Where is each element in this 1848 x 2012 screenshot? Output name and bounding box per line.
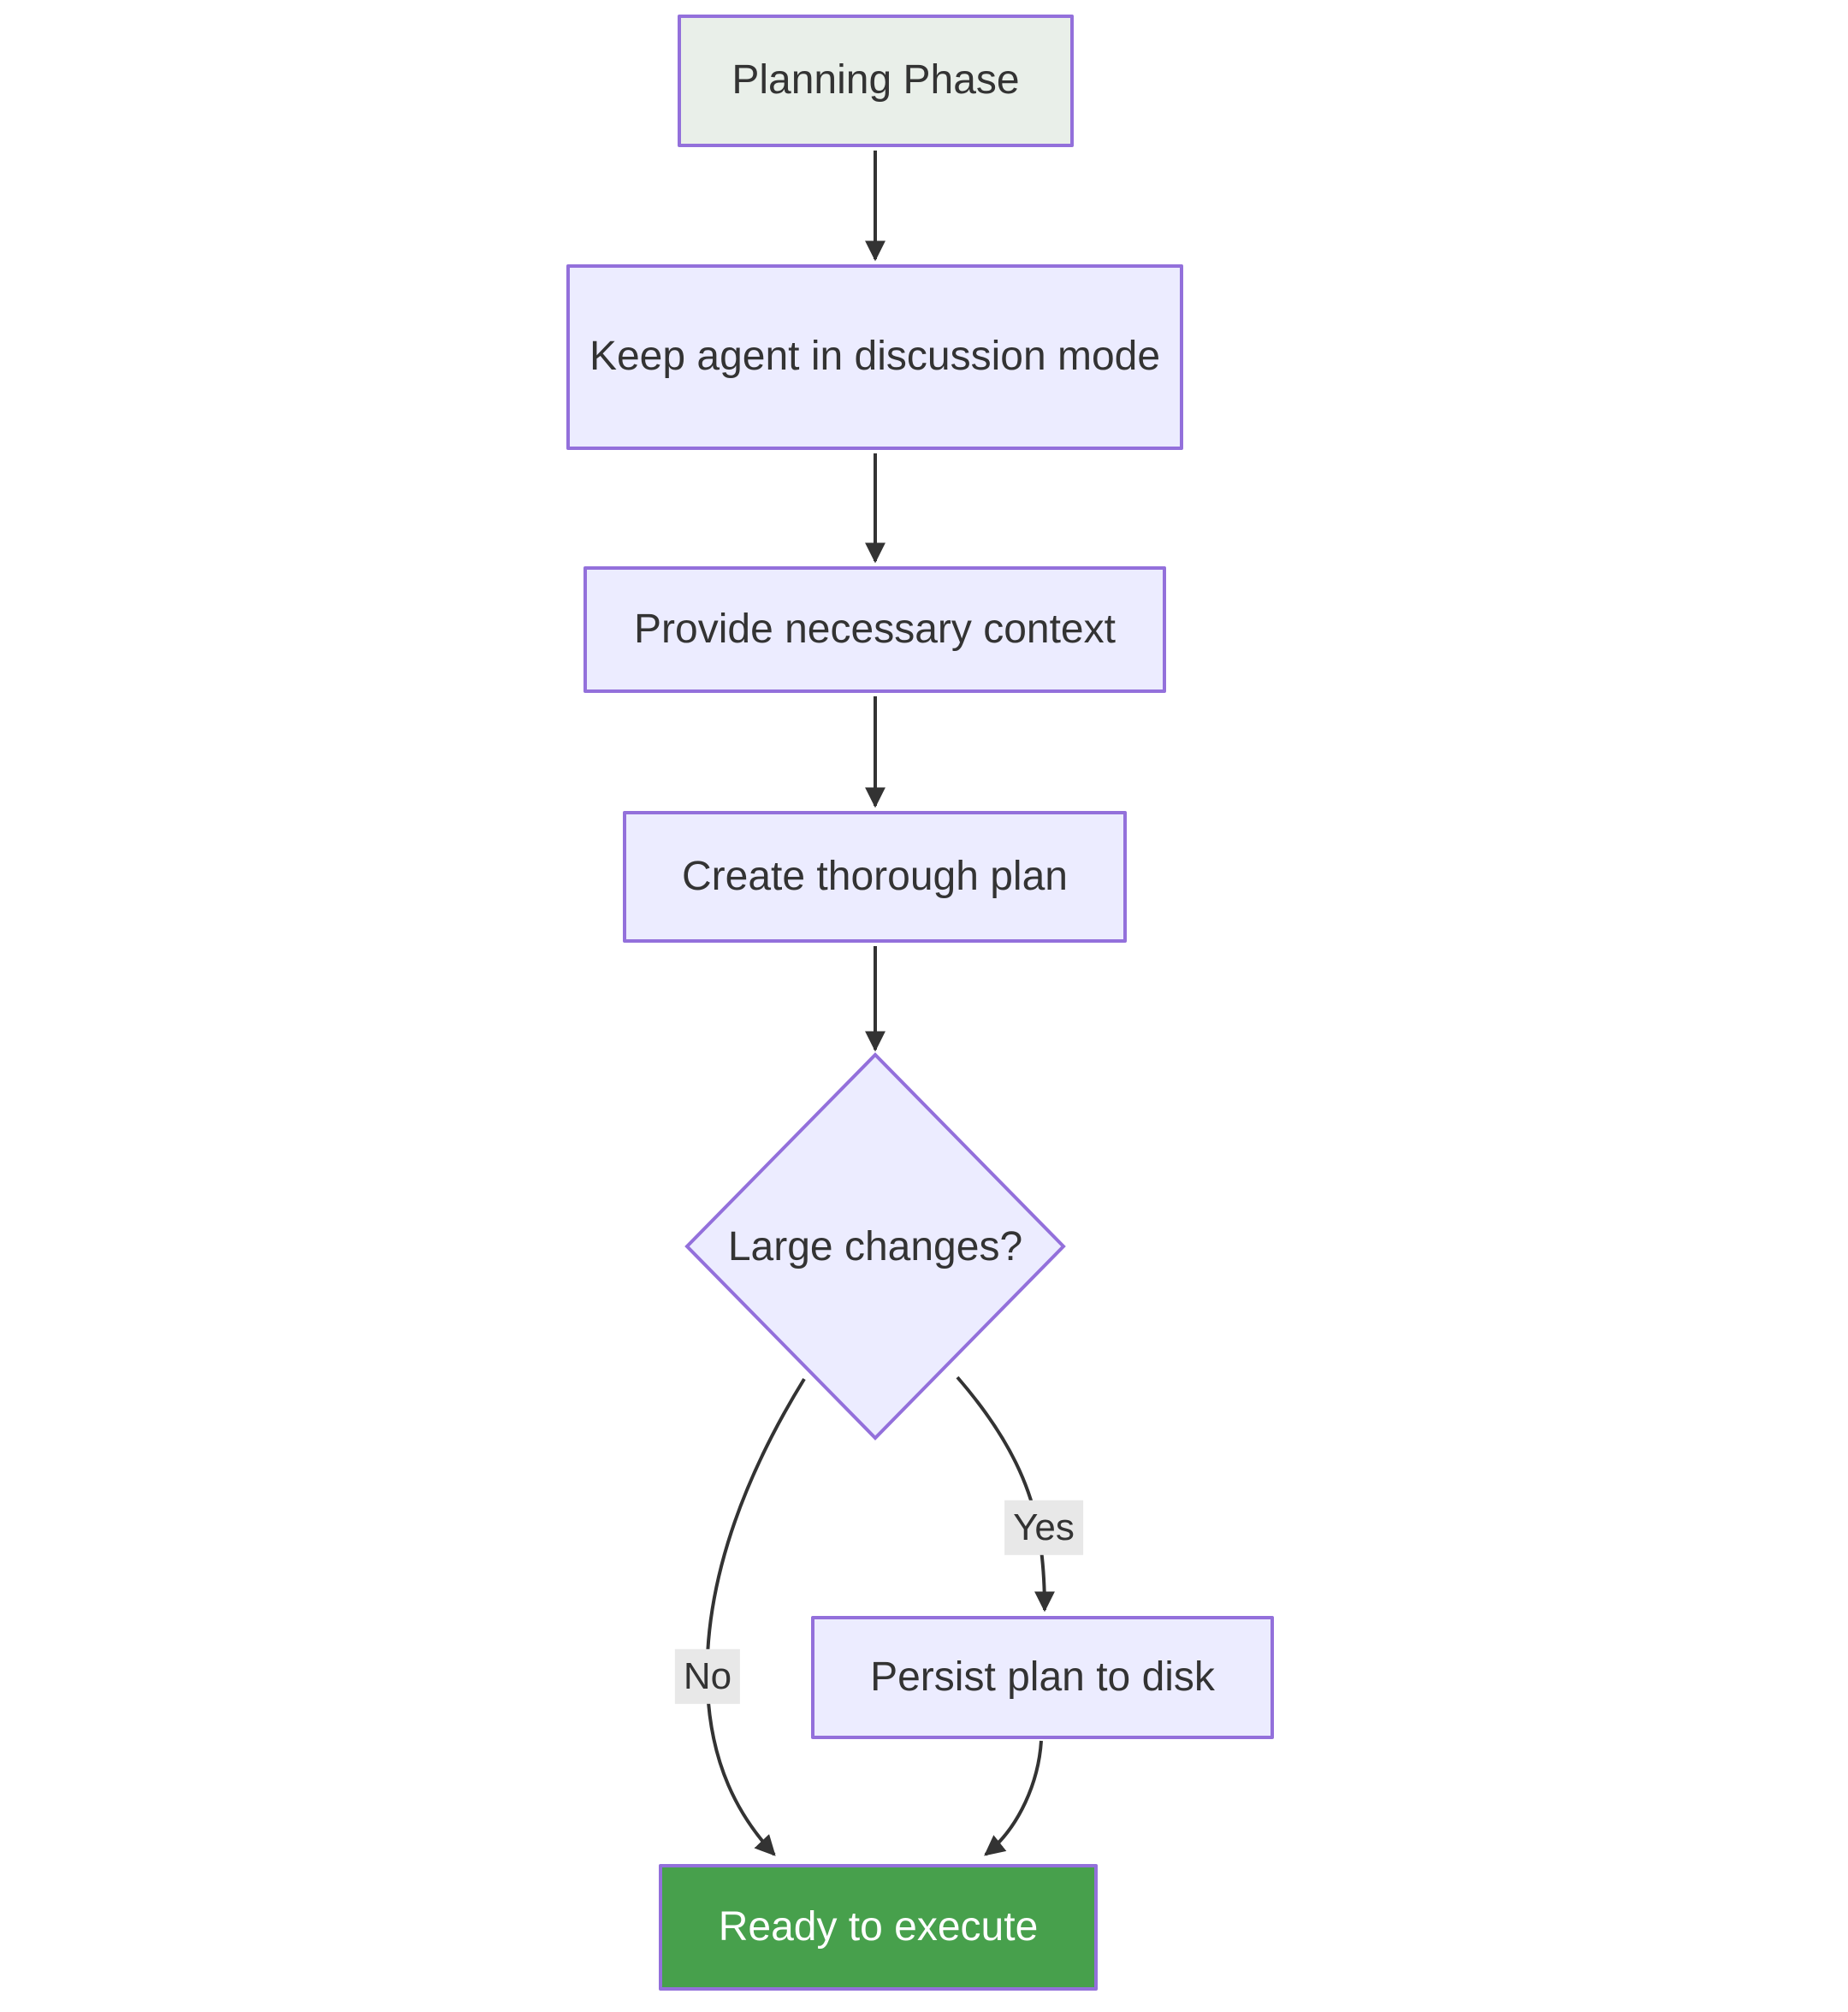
node-ready-to-execute: Ready to execute — [659, 1864, 1098, 1991]
node-ready-to-execute-label: Ready to execute — [718, 1903, 1039, 1950]
node-persist-plan-to-disk-label: Persist plan to disk — [870, 1654, 1215, 1700]
edge-label-no: No — [674, 1648, 741, 1705]
edge-label-no-text: No — [683, 1654, 732, 1697]
node-large-changes-decision-label: Large changes? — [727, 1223, 1023, 1269]
node-keep-agent-in-discussion-mode: Keep agent in discussion mode — [566, 264, 1183, 450]
edge-decision-yes-to-persist — [956, 1376, 1055, 1613]
node-provide-necessary-context-label: Provide necessary context — [634, 606, 1116, 652]
node-keep-agent-in-discussion-mode-label: Keep agent in discussion mode — [589, 334, 1161, 380]
edge-persist-to-ready — [984, 1740, 1043, 1856]
node-planning-phase-label: Planning Phase — [732, 57, 1020, 104]
decision-diamond-shape — [684, 1052, 1066, 1441]
edge-label-yes-text: Yes — [1013, 1506, 1075, 1548]
node-provide-necessary-context: Provide necessary context — [583, 566, 1166, 693]
node-planning-phase: Planning Phase — [678, 15, 1074, 147]
node-large-changes-decision: Large changes? — [704, 1204, 1046, 1289]
node-persist-plan-to-disk: Persist plan to disk — [811, 1616, 1274, 1739]
node-create-thorough-plan: Create thorough plan — [623, 811, 1127, 943]
edge-label-yes: Yes — [1004, 1500, 1083, 1556]
node-create-thorough-plan-label: Create thorough plan — [682, 853, 1068, 899]
edge-decision-no-to-ready — [705, 1377, 806, 1856]
